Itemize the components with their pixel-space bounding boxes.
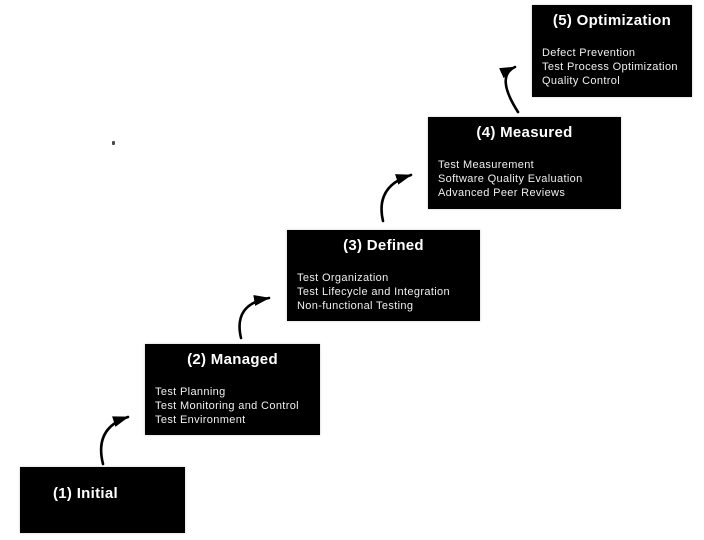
- level-item: Software Quality Evaluation: [438, 173, 583, 185]
- level-box-defined: (3) Defined Test Organization Test Lifec…: [287, 230, 480, 321]
- level-item: Test Measurement: [438, 159, 535, 171]
- level-box-initial: (1) Initial: [20, 467, 185, 533]
- arrow-connector-3-4: [380, 173, 413, 223]
- level-item-list: Defect Prevention Test Process Optimizat…: [532, 46, 692, 88]
- level-title: (5) Optimization: [552, 12, 672, 29]
- level-item: Test Monitoring and Control: [155, 400, 299, 412]
- speck-artifact: [112, 141, 115, 145]
- level-box-measured: (4) Measured Test Measurement Software Q…: [428, 117, 621, 209]
- level-box-optimization: (5) Optimization Defect Prevention Test …: [532, 5, 692, 97]
- arrow-connector-1-2: [99, 415, 130, 466]
- level-item: Non-functional Testing: [297, 300, 414, 312]
- arrow-connector-4-5: [499, 65, 520, 114]
- arrow-connector-2-3: [238, 295, 271, 340]
- level-item: Test Process Optimization: [542, 61, 678, 73]
- level-box-managed: (2) Managed Test Planning Test Monitorin…: [145, 344, 320, 435]
- level-title: (1) Initial: [53, 485, 118, 502]
- level-item: Quality Control: [542, 75, 621, 87]
- level-item: Test Organization: [297, 272, 389, 284]
- level-title: (2) Managed: [187, 351, 278, 368]
- level-item: Advanced Peer Reviews: [438, 187, 566, 199]
- level-item-list: Test Organization Test Lifecycle and Int…: [287, 271, 480, 313]
- level-item: Test Environment: [155, 414, 246, 426]
- level-item-list: Test Planning Test Monitoring and Contro…: [145, 385, 320, 427]
- level-title: (3) Defined: [343, 237, 424, 254]
- level-item: Defect Prevention: [542, 47, 636, 59]
- level-item: Test Planning: [155, 386, 226, 398]
- level-item-list: Test Measurement Software Quality Evalua…: [428, 158, 621, 200]
- level-title: (4) Measured: [476, 124, 573, 141]
- level-item: Test Lifecycle and Integration: [297, 286, 450, 298]
